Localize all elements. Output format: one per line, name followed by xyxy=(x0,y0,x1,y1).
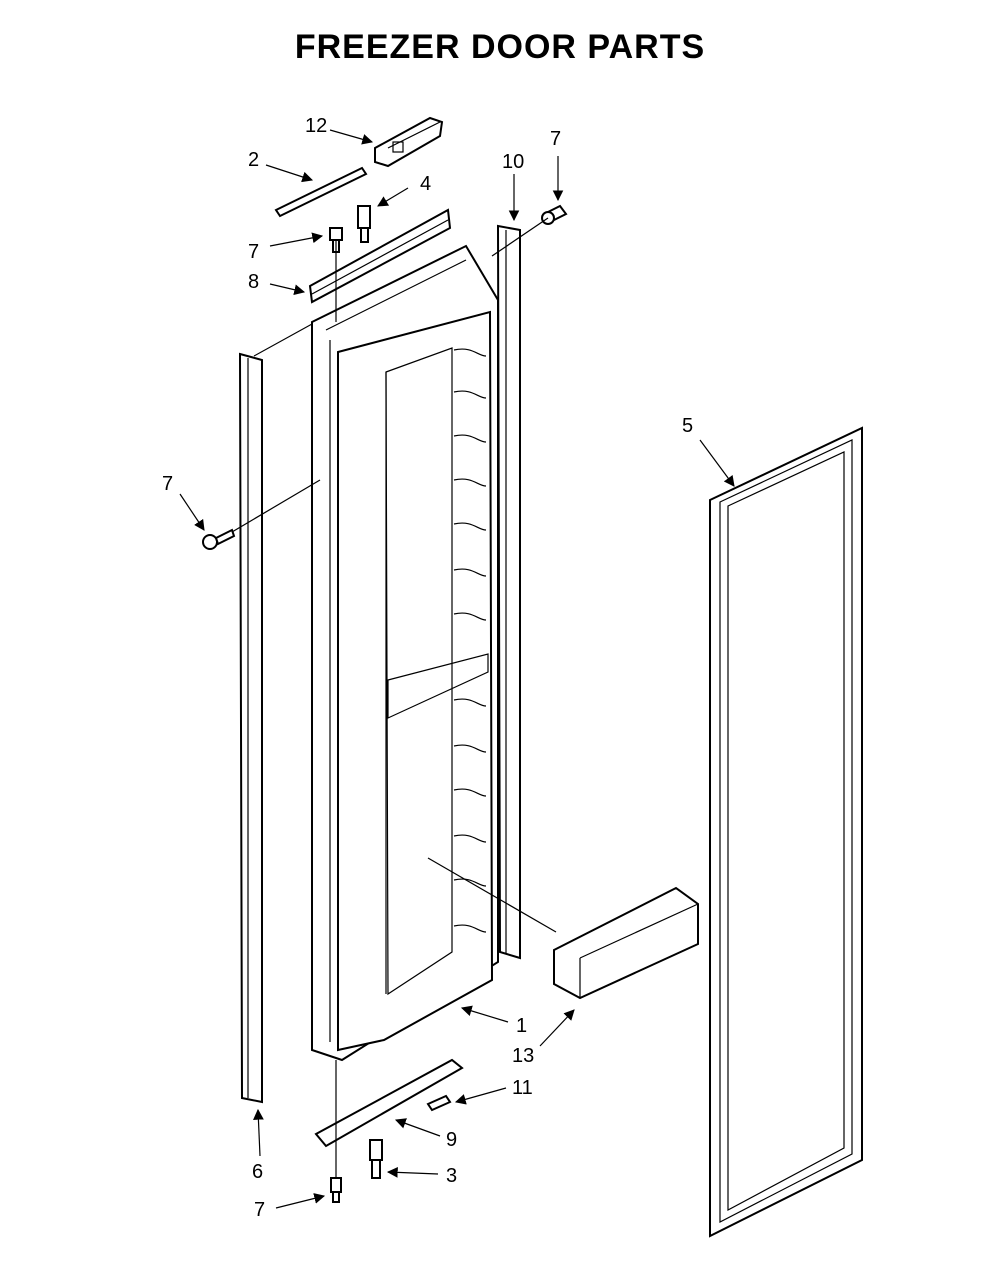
part-13-door-bin[interactable] xyxy=(553,886,699,1000)
callout-3: 3 xyxy=(446,1165,457,1187)
callout-7-left: 7 xyxy=(162,473,173,495)
callout-13: 13 xyxy=(512,1045,534,1067)
part-10-right-trim[interactable] xyxy=(496,224,521,960)
part-6-left-trim[interactable] xyxy=(238,352,263,1104)
callout-9: 9 xyxy=(446,1129,457,1151)
leader-lines xyxy=(179,129,735,1209)
callout-11: 11 xyxy=(512,1077,533,1099)
part-7-screw-bottom[interactable] xyxy=(330,1177,342,1203)
part-7-screw-top-right[interactable] xyxy=(541,204,568,225)
callout-8: 8 xyxy=(248,271,259,293)
callout-7-bottom: 7 xyxy=(254,1199,265,1221)
callout-10: 10 xyxy=(502,151,524,173)
callout-7-top-right: 7 xyxy=(550,128,561,150)
callout-6: 6 xyxy=(252,1161,263,1183)
page-title: FREEZER DOOR PARTS xyxy=(294,28,706,66)
part-9-bottom-bracket[interactable] xyxy=(314,1058,464,1148)
callout-7-top-left: 7 xyxy=(248,241,259,263)
part-5-door-gasket[interactable] xyxy=(709,426,863,1238)
callout-labels: 12 2 4 7 8 10 7 5 7 1 13 11 9 6 3 7 xyxy=(162,115,693,1221)
part-3-hinge-pin[interactable] xyxy=(369,1139,383,1179)
callout-12: 12 xyxy=(305,115,327,137)
part-2-trim-strip[interactable] xyxy=(274,166,368,218)
part-12-top-cap[interactable] xyxy=(374,116,444,168)
part-11-bracket[interactable] xyxy=(426,1094,452,1112)
part-8-top-bracket[interactable] xyxy=(308,208,452,304)
part-4-hinge-pin[interactable] xyxy=(357,205,371,243)
callout-4: 4 xyxy=(420,173,431,195)
callout-2: 2 xyxy=(248,149,259,171)
part-1-door-liner[interactable] xyxy=(311,244,499,1062)
callout-1: 1 xyxy=(516,1015,527,1037)
part-7-screw-left[interactable] xyxy=(202,528,236,550)
callout-5: 5 xyxy=(682,415,693,437)
